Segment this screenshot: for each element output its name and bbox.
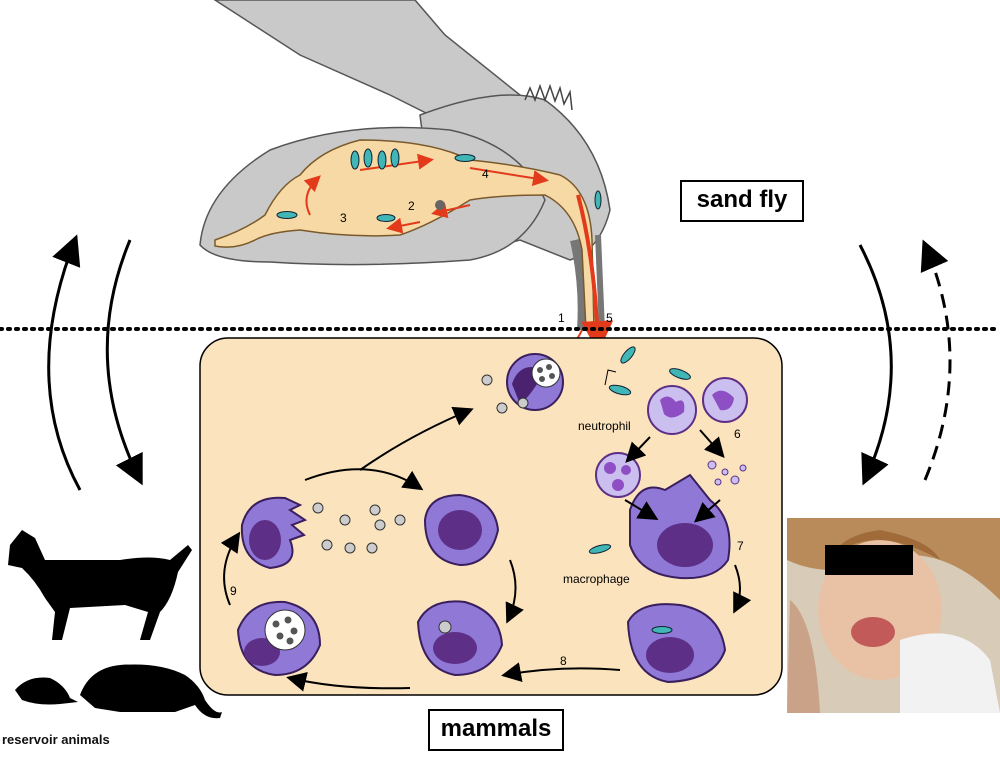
step-label: 1 bbox=[558, 311, 565, 325]
neutrophil-phagocytosis bbox=[595, 452, 747, 498]
step-label: 4 bbox=[482, 167, 489, 181]
step-label: 6 bbox=[734, 427, 741, 441]
dog-silhouette bbox=[8, 530, 192, 640]
neutrophil-label: neutrophil bbox=[578, 419, 631, 433]
mammals-label: mammals bbox=[428, 709, 564, 751]
amastigotes-free bbox=[481, 374, 529, 414]
step-label: 5 bbox=[606, 311, 613, 325]
eye-mask-bar bbox=[825, 545, 913, 575]
transmission-arrow-right-up-dashed bbox=[920, 239, 952, 481]
transmission-arrow-right-down bbox=[858, 244, 893, 486]
step-label: 7 bbox=[737, 539, 744, 553]
sand-fly-illustration bbox=[199, 0, 614, 353]
feeding-path bbox=[576, 194, 614, 353]
opossum-silhouette bbox=[80, 664, 222, 719]
step-label: 8 bbox=[560, 654, 567, 668]
reservoir-animals-silhouettes bbox=[8, 530, 222, 719]
fly-bristles bbox=[524, 83, 573, 111]
rodent-silhouette bbox=[15, 677, 78, 705]
patient-photo bbox=[787, 518, 1000, 713]
transmission-arrow-left-down bbox=[105, 239, 143, 486]
macrophage-label: macrophage bbox=[563, 572, 630, 586]
transmission-arrow-left-up bbox=[47, 234, 82, 491]
step-label: 9 bbox=[230, 584, 237, 598]
infected-macrophage-top bbox=[506, 353, 564, 411]
reservoir-animals-label: reservoir animals bbox=[2, 732, 110, 747]
step-label: 2 bbox=[408, 199, 415, 213]
step-label: 3 bbox=[340, 211, 347, 225]
neutrophil-cells bbox=[647, 377, 748, 435]
sand-fly-label: sand fly bbox=[680, 180, 804, 222]
